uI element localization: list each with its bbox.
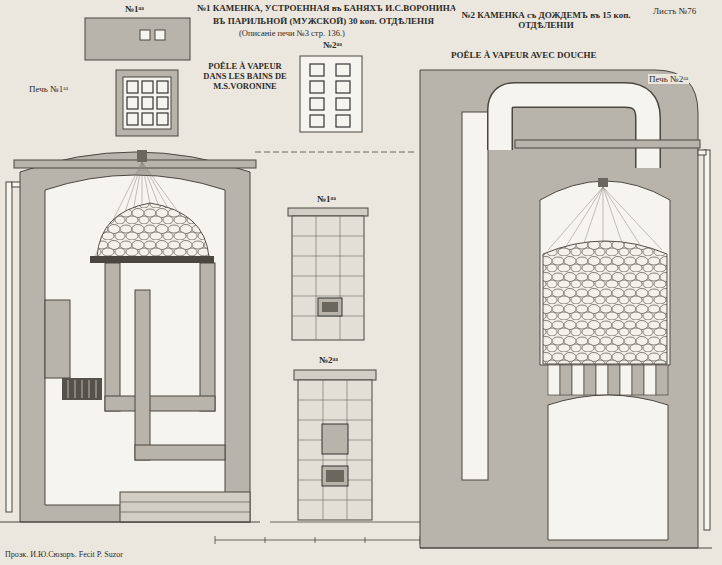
figure-number: №2ᵃᵃ: [322, 40, 343, 50]
figure-number: Печь №1ᵃᵃ: [28, 84, 69, 94]
plan-1: [85, 18, 190, 136]
figure-number: №1ᵃᵃ: [124, 4, 145, 14]
title-line: ВЪ ПАРИЛЬНОЙ (МУЖСКОЙ) 30 коп. ОТДѢЛЕНІЯ: [212, 16, 435, 26]
title-line: №1 КАМЕНКА, УСТРОЕННАЯ въ БАНЯХЪ И.С.ВОР…: [196, 3, 457, 13]
figure-number: №2ᵃᵃ: [318, 355, 339, 365]
french-title: POÊLE À VAPEUR DANS LES BAINS DE M.S.VOR…: [196, 62, 294, 91]
note-text: (Описаніе печи №3 стр. 136.): [238, 29, 346, 39]
title-line: №2 КАМЕНКА съ ДОЖДЕМЪ въ 15 коп. ОТДѢЛЕН…: [455, 10, 637, 31]
plan-2: [300, 56, 362, 132]
stove-1-elevation: [288, 208, 368, 340]
stove-2-elevation: [294, 370, 376, 520]
stove-1-section: [0, 150, 260, 522]
author-credit: Проэк. И.Ю.Сюзоръ. Fecit P. Suzor: [4, 550, 124, 559]
stove-2-section: [420, 70, 712, 548]
scale-bar: [215, 522, 420, 544]
figure-number: №1ᵃᵃ: [316, 194, 337, 204]
figure-number: Печь №2ᵃᵃ: [648, 74, 689, 84]
french-title: POÊLE À VAPEUR AVEC DOUCHE: [450, 50, 598, 60]
sheet-number: Листъ №76: [652, 6, 697, 16]
